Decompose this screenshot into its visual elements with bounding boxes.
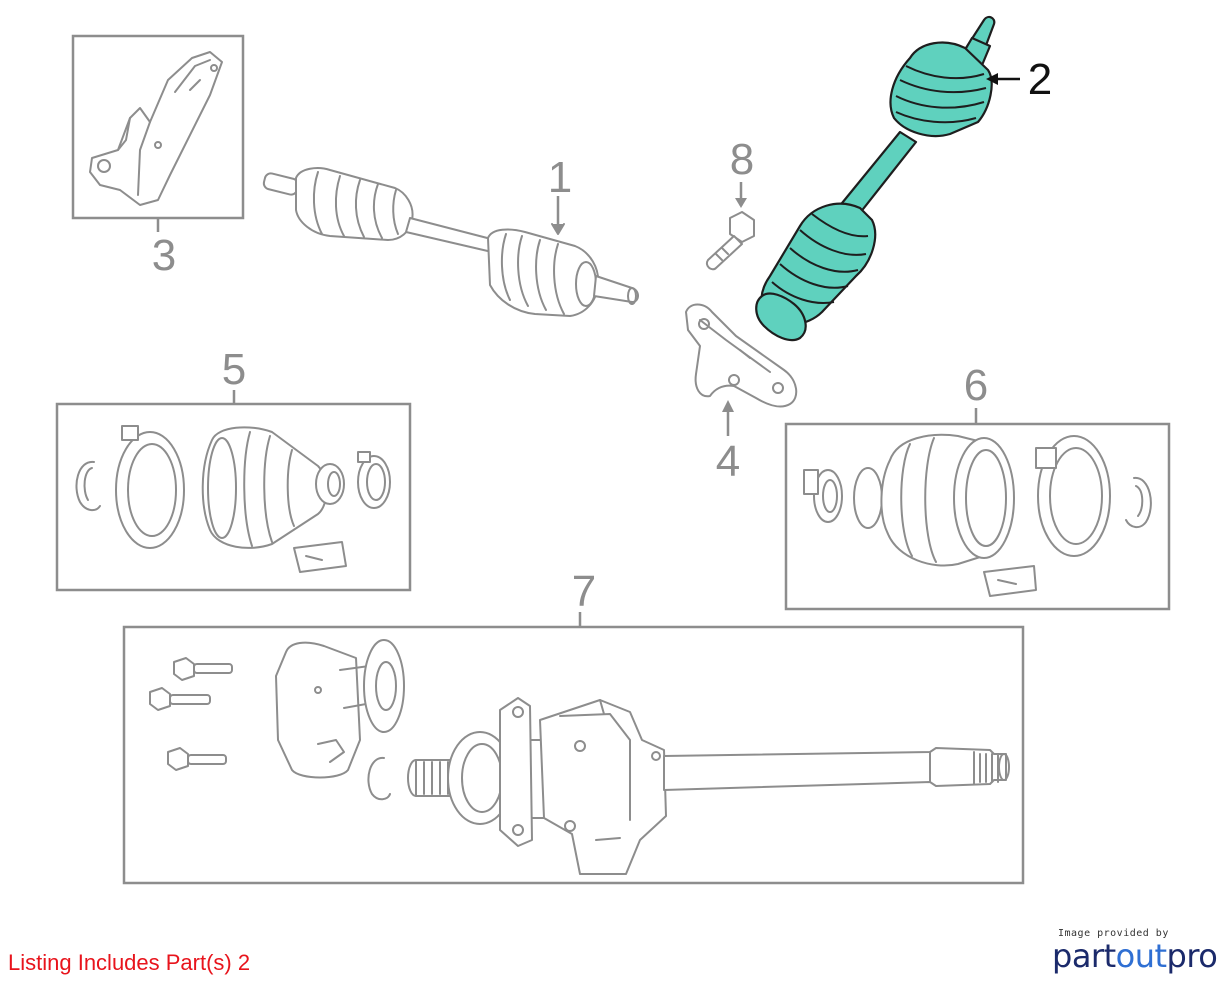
brand-name: partoutpro bbox=[1052, 937, 1218, 975]
callout-8: 8 bbox=[730, 135, 754, 184]
brand-name-pro: pro bbox=[1166, 937, 1218, 975]
callout-4: 4 bbox=[716, 437, 740, 486]
part-3-bracket[interactable]: 3 bbox=[71, 34, 245, 280]
brand-caption: Image provided by bbox=[1058, 928, 1169, 939]
callout-6: 6 bbox=[964, 361, 988, 410]
partoutpro-logo: Image provided by partoutpro bbox=[1052, 928, 1218, 975]
part-2-axle-shaft-highlighted[interactable]: 2 bbox=[755, 15, 1052, 342]
brand-name-out: out bbox=[1115, 937, 1167, 975]
callout-2: 2 bbox=[1028, 55, 1052, 104]
callout-5: 5 bbox=[222, 345, 246, 394]
callout-7: 7 bbox=[572, 567, 596, 616]
part-5-boot-kit[interactable]: 5 bbox=[55, 345, 412, 592]
part-1-axle-shaft[interactable]: 1 bbox=[262, 153, 639, 317]
part-7-intermediate-shaft[interactable]: 7 bbox=[122, 567, 1025, 885]
part-6-boot-kit[interactable]: 6 bbox=[784, 361, 1171, 611]
brand-name-part: part bbox=[1052, 937, 1116, 975]
part-4-plate[interactable]: 4 bbox=[685, 303, 798, 487]
callout-1: 1 bbox=[548, 153, 572, 202]
listing-includes-text: Listing Includes Part(s) 2 bbox=[8, 950, 251, 975]
part-8-bolt[interactable]: 8 bbox=[706, 135, 755, 271]
callout-3: 3 bbox=[152, 231, 176, 280]
